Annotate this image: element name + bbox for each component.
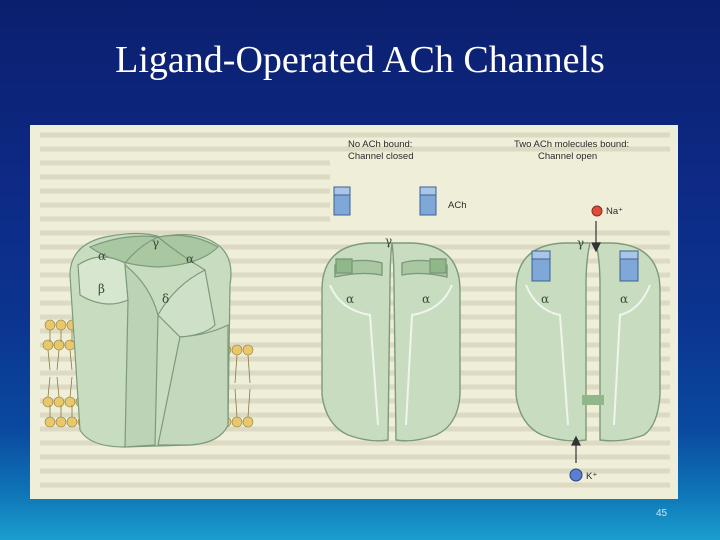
ach-molecule-unbound-left <box>334 187 350 215</box>
receptor-3d <box>70 234 231 448</box>
figure-drawing: α γ α β δ No ACh bound: Channel closed A… <box>30 125 678 499</box>
closed-subunit-alpha-right: α <box>422 292 430 306</box>
k-ion-icon <box>570 469 582 481</box>
ach-channel-figure: α γ α β δ No ACh bound: Channel closed A… <box>30 125 678 499</box>
na-ion-label: Na⁺ <box>606 206 623 217</box>
open-subunit-alpha-right: α <box>620 292 628 306</box>
closed-subunit-gamma: γ <box>385 234 392 248</box>
subunit-alpha-right: α <box>186 252 194 266</box>
ach-molecule-bound-left <box>532 251 550 281</box>
open-subunit-gamma: γ <box>577 236 584 250</box>
open-subunit-alpha-left: α <box>541 292 549 306</box>
k-ion-label: K⁺ <box>586 471 597 482</box>
open-header-line2: Channel open <box>538 151 597 162</box>
subunit-alpha-left: α <box>98 249 106 263</box>
subunit-gamma: γ <box>152 236 159 250</box>
slide-title: Ligand-Operated ACh Channels <box>0 38 720 82</box>
subunit-delta: δ <box>162 292 169 306</box>
ach-molecule-bound-right <box>620 251 638 281</box>
closed-header-line1: No ACh bound: <box>348 139 412 150</box>
ach-molecule-unbound-right <box>420 187 436 215</box>
page-number: 45 <box>656 508 667 519</box>
closed-subunit-alpha-left: α <box>346 292 354 306</box>
subunit-beta: β <box>98 282 105 296</box>
closed-header-line2: Channel closed <box>348 151 414 162</box>
na-ion-icon <box>592 206 602 216</box>
open-header-line1: Two ACh molecules bound: <box>514 139 629 150</box>
ach-label: ACh <box>448 200 466 211</box>
